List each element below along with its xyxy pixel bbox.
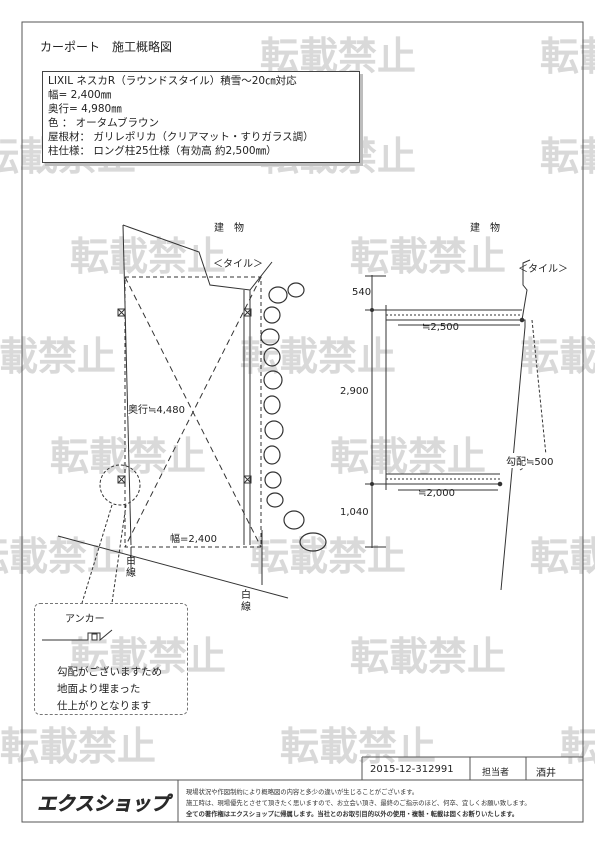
notice-line: 現場状況や作図制約により概略図の内容と多少の違いが生じることがございます。 bbox=[186, 789, 419, 796]
dim-dot bbox=[370, 308, 374, 312]
document-code: 2015-12-312991 bbox=[370, 764, 454, 775]
diagonal-2 bbox=[124, 276, 262, 548]
spec-box: LIXIL ネスカR（ラウンドスタイル）積雪～20㎝対応 幅= 2,400㎜ 奥… bbox=[42, 71, 360, 163]
white-line-label: 白線 bbox=[241, 590, 251, 613]
footer-lines bbox=[22, 756, 583, 822]
watermark-text: 転載禁止 bbox=[560, 725, 595, 770]
plan-view bbox=[57, 224, 327, 604]
logo-mark: エクスショップ bbox=[36, 792, 175, 815]
post-marker bbox=[243, 308, 252, 317]
width-label: 幅=2,400 bbox=[170, 530, 218, 545]
section-building-label: 建 物 bbox=[470, 223, 500, 234]
anchor-callout-circle bbox=[99, 464, 141, 506]
watermark-text: 転載禁止 bbox=[350, 235, 506, 280]
section-tile-label: ＜タイル＞ bbox=[518, 264, 568, 275]
watermark-layer: 転載禁止転載禁止転載禁止転載禁止転載禁止転載禁止転載禁止転載禁止転載禁止転載禁止… bbox=[0, 35, 595, 770]
dim-bottom-label: 1,040 bbox=[340, 507, 369, 518]
watermark-text: 転載禁止 bbox=[0, 535, 126, 580]
dim-dot bbox=[519, 317, 525, 323]
note-line: 勾配がございますため bbox=[57, 666, 162, 678]
spec-line: 色 ： オータムブラウン bbox=[48, 117, 160, 129]
post-marker bbox=[117, 475, 126, 484]
slope-label: 勾配≒500 bbox=[506, 453, 554, 468]
watermark-text: 転載禁止 bbox=[70, 635, 226, 680]
depth-label: 奥行≒4,480 bbox=[128, 401, 186, 416]
logo-text: エクスショップ bbox=[36, 792, 174, 815]
anchor-detail-sketch bbox=[42, 629, 113, 642]
spec-line: LIXIL ネスカR（ラウンドスタイル）積雪～20㎝対応 bbox=[48, 75, 297, 87]
manager-name: 酒井 bbox=[536, 768, 556, 779]
watermark-text: 転載禁止 bbox=[70, 235, 226, 280]
spec-line: 柱仕様： ロング柱25仕様（有効高 約2,500㎜） bbox=[48, 145, 277, 157]
upper-width-label: ≒2,500 bbox=[422, 322, 460, 333]
callout-leader-1 bbox=[81, 504, 113, 604]
road-edge bbox=[57, 535, 289, 599]
lower-width-label: ≒2,000 bbox=[418, 488, 456, 499]
sheet-border bbox=[21, 21, 584, 823]
dim-top-label: 540 bbox=[352, 287, 372, 298]
plan-tile-label: ＜タイル＞ bbox=[213, 259, 263, 270]
building-wall bbox=[122, 224, 273, 291]
note-line: 仕上がりとなります bbox=[57, 700, 152, 712]
watermark-text: 転載禁止 bbox=[250, 535, 406, 580]
spec-line: 屋根材： ガリレポリカ（クリアマット・すりガラス調） bbox=[48, 131, 314, 143]
anchor-note-box: アンカー 勾配がございますため 地面より埋まった 仕上がりとなります bbox=[34, 603, 188, 715]
spec-line: 奥行= 4,980㎜ bbox=[48, 103, 122, 115]
anchor-label: アンカー bbox=[65, 614, 105, 625]
boundary-line bbox=[122, 224, 132, 546]
white-line-label: 白線 bbox=[126, 556, 136, 579]
spec-line: 幅= 2,400㎜ bbox=[48, 89, 112, 101]
watermark-text: 転載禁止 bbox=[530, 535, 595, 580]
post-marker bbox=[243, 475, 252, 484]
dim-dot bbox=[370, 482, 374, 486]
watermark-text: 転載禁止 bbox=[540, 135, 595, 180]
slope-leader-1 bbox=[531, 319, 547, 456]
exshop-logo: エクスショップ bbox=[34, 788, 175, 820]
watermark-text: 転載禁止 bbox=[520, 335, 595, 380]
stepping-stones bbox=[260, 282, 327, 552]
plan-building-label: 建 物 bbox=[214, 223, 244, 234]
callout-leader-2 bbox=[111, 504, 127, 604]
note-line: 地面より埋まった bbox=[57, 683, 141, 695]
dim-mid-label: 2,900 bbox=[340, 386, 369, 397]
watermark-text: 転載禁止 bbox=[0, 725, 156, 770]
watermark-text: 転載禁止 bbox=[540, 35, 595, 80]
page-title: カーポート 施工概略図 bbox=[40, 40, 173, 54]
manager-label: 担当者 bbox=[482, 768, 510, 778]
dim-dot bbox=[497, 481, 503, 487]
post-marker bbox=[117, 308, 126, 317]
watermark-text: 転載禁止 bbox=[0, 335, 116, 380]
notice-line: 施工時は、現場優先とさせて頂きたく思いますので、お立会い頂き、最終のご指示のほど… bbox=[186, 800, 531, 807]
watermark-text: 転載禁止 bbox=[240, 335, 396, 380]
watermark-text: 転載禁止 bbox=[330, 435, 486, 480]
watermark-text: 転載禁止 bbox=[280, 725, 436, 770]
notice-line: 全ての著作権はエクスショップに帰属します。当社とのお取引目的以外の使用・複製・転… bbox=[186, 811, 519, 818]
watermark-text: 転載禁止 bbox=[350, 635, 506, 680]
